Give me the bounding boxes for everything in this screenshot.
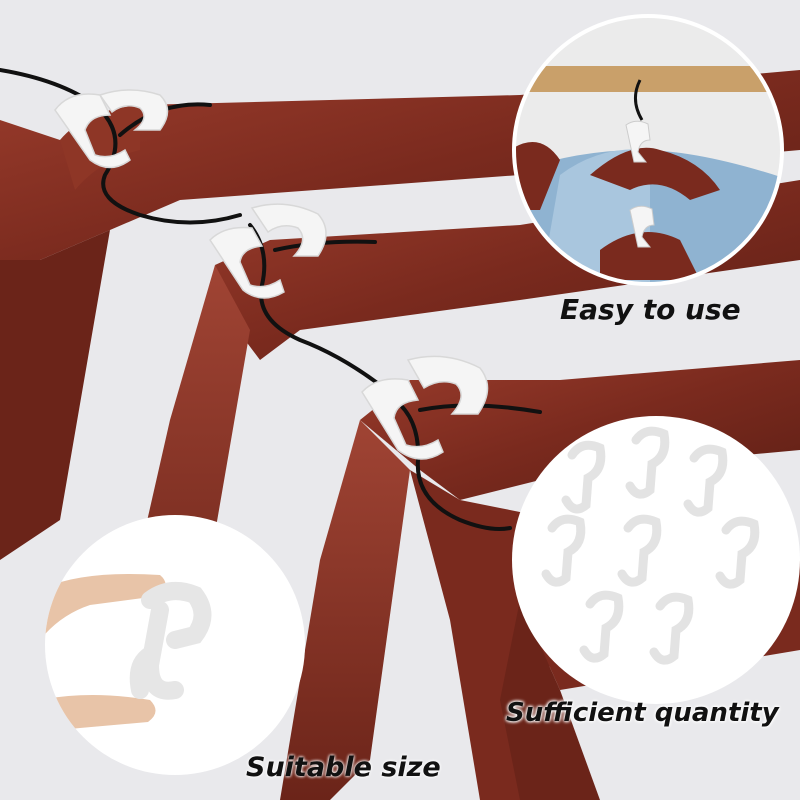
easy-to-use-inset <box>512 14 784 286</box>
caption-sufficient-quantity: Sufficient quantity <box>506 698 779 728</box>
clothes-rod-icon <box>520 66 782 92</box>
hook-icon <box>129 582 212 700</box>
hook-icon <box>541 514 586 587</box>
hook-icon <box>617 514 662 587</box>
hook-icon <box>361 355 489 460</box>
sufficient-quantity-inset <box>512 416 800 704</box>
finger-icon <box>45 574 166 640</box>
hook-icon <box>561 440 606 514</box>
hook-icon <box>625 120 651 163</box>
hook-icon <box>54 89 169 169</box>
hook-icon <box>629 205 655 248</box>
hook-icon <box>579 590 624 663</box>
hook-icon <box>715 516 760 589</box>
hook-icon <box>625 426 670 499</box>
caption-easy-to-use: Easy to use <box>560 293 741 326</box>
hook-icon <box>683 444 728 517</box>
hook-icon <box>209 203 327 299</box>
caption-suitable-size: Suitable size <box>246 752 441 783</box>
hook-icon <box>649 592 694 665</box>
